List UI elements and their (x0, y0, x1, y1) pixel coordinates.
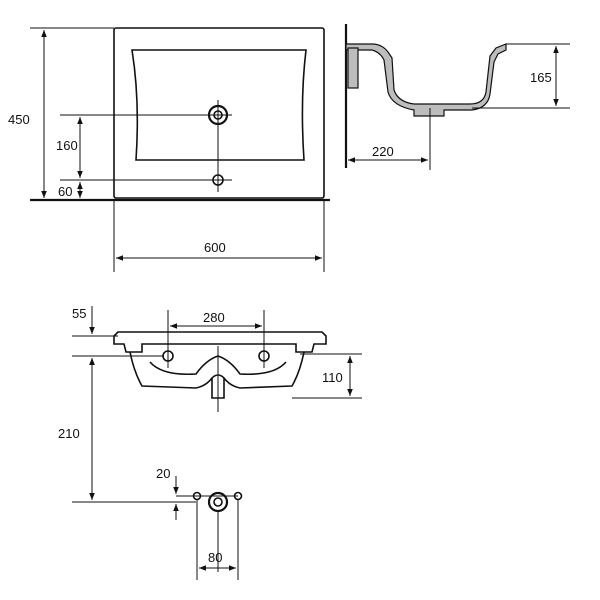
side-basin-profile (345, 43, 507, 117)
dim-55-label: 55 (72, 306, 86, 321)
top-view: 450 160 60 600 (8, 27, 330, 272)
dim-160-label: 160 (56, 138, 78, 153)
dim-450-label: 450 (8, 112, 30, 127)
dim-60-label: 60 (58, 184, 72, 199)
front-rim (113, 331, 327, 353)
top-view-bowl (131, 49, 307, 161)
dim-600-label: 600 (204, 240, 226, 255)
dim-110-label: 110 (322, 370, 343, 385)
fixing-drain-outer (207, 491, 229, 513)
side-view: 165 220 (344, 24, 570, 170)
side-bracket (347, 47, 359, 89)
dim-220-label: 220 (372, 144, 394, 159)
top-view-outline (113, 27, 325, 199)
front-bowl (129, 351, 305, 389)
dim-20-label: 20 (156, 466, 170, 481)
dim-210-label: 210 (58, 426, 80, 441)
fixing-drain-inner (213, 497, 223, 507)
dim-280-label: 280 (203, 310, 225, 325)
front-view: 280 55 110 210 20 80 (58, 306, 362, 580)
dim-165-label: 165 (530, 70, 552, 85)
dim-80-label: 80 (208, 550, 222, 565)
